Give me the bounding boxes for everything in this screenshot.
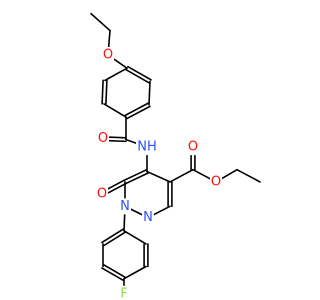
aryl1-bond-1-a bbox=[125, 68, 150, 84]
aryl1-bond-3-b bbox=[126, 105, 151, 120]
atom-label-o-ester: O bbox=[211, 174, 221, 189]
aryl1-bond-6 bbox=[104, 67, 128, 82]
aryl2-bond-6 bbox=[123, 229, 147, 245]
atom-label-f: F bbox=[120, 286, 127, 300]
aryl1-bond-5-b bbox=[101, 79, 104, 105]
atom-label-o-ether: O bbox=[103, 48, 113, 63]
bonds bbox=[90, 12, 261, 295]
pyridazine-bond-6-a bbox=[125, 172, 149, 185]
atom-bg-n2 bbox=[142, 209, 154, 226]
aryl2-bond-4 bbox=[123, 265, 147, 280]
aryl1-bond-3-a bbox=[124, 102, 149, 117]
pyridazine-bond-6-b bbox=[123, 169, 147, 182]
aryl2-bond-1-a bbox=[101, 228, 124, 244]
atom-label-o-ester-carbonyl: O bbox=[188, 140, 198, 155]
aryl1-bond-5-a bbox=[105, 79, 108, 105]
atom-label-n2: N bbox=[143, 210, 153, 225]
aryl2-bond-3-b bbox=[103, 264, 126, 279]
ring-ester-bond bbox=[169, 168, 194, 183]
atom-bg-o-ester bbox=[210, 173, 222, 190]
ester-ethyl-bond bbox=[236, 168, 261, 183]
aryl1-bond-4 bbox=[103, 103, 127, 118]
atom-bg-o-ring bbox=[96, 186, 108, 203]
aryl2-bond-1-b bbox=[103, 231, 126, 247]
atom-label-n-amide: NH bbox=[137, 140, 157, 155]
atom-bg-o-amide bbox=[97, 130, 109, 147]
atom-label-o-amide: O bbox=[98, 131, 108, 146]
atom-label-n1: N bbox=[120, 199, 130, 214]
atom-bg-n1 bbox=[119, 198, 131, 215]
aryl1-bond-2 bbox=[148, 80, 151, 106]
aryl2-bond-3-a bbox=[101, 267, 124, 282]
atom-bg-o-ether bbox=[102, 47, 114, 63]
ethoxy-ch3-bond bbox=[90, 12, 111, 32]
aryl1-bond-1-b bbox=[127, 65, 152, 81]
atom-bg-o-ester-carbonyl bbox=[187, 139, 199, 156]
pyridazine-bond-1 bbox=[146, 170, 171, 183]
atom-bg-f bbox=[118, 285, 130, 300]
atom-label-o-ring: O bbox=[97, 187, 107, 202]
atom-bg-n-amide bbox=[136, 139, 158, 156]
